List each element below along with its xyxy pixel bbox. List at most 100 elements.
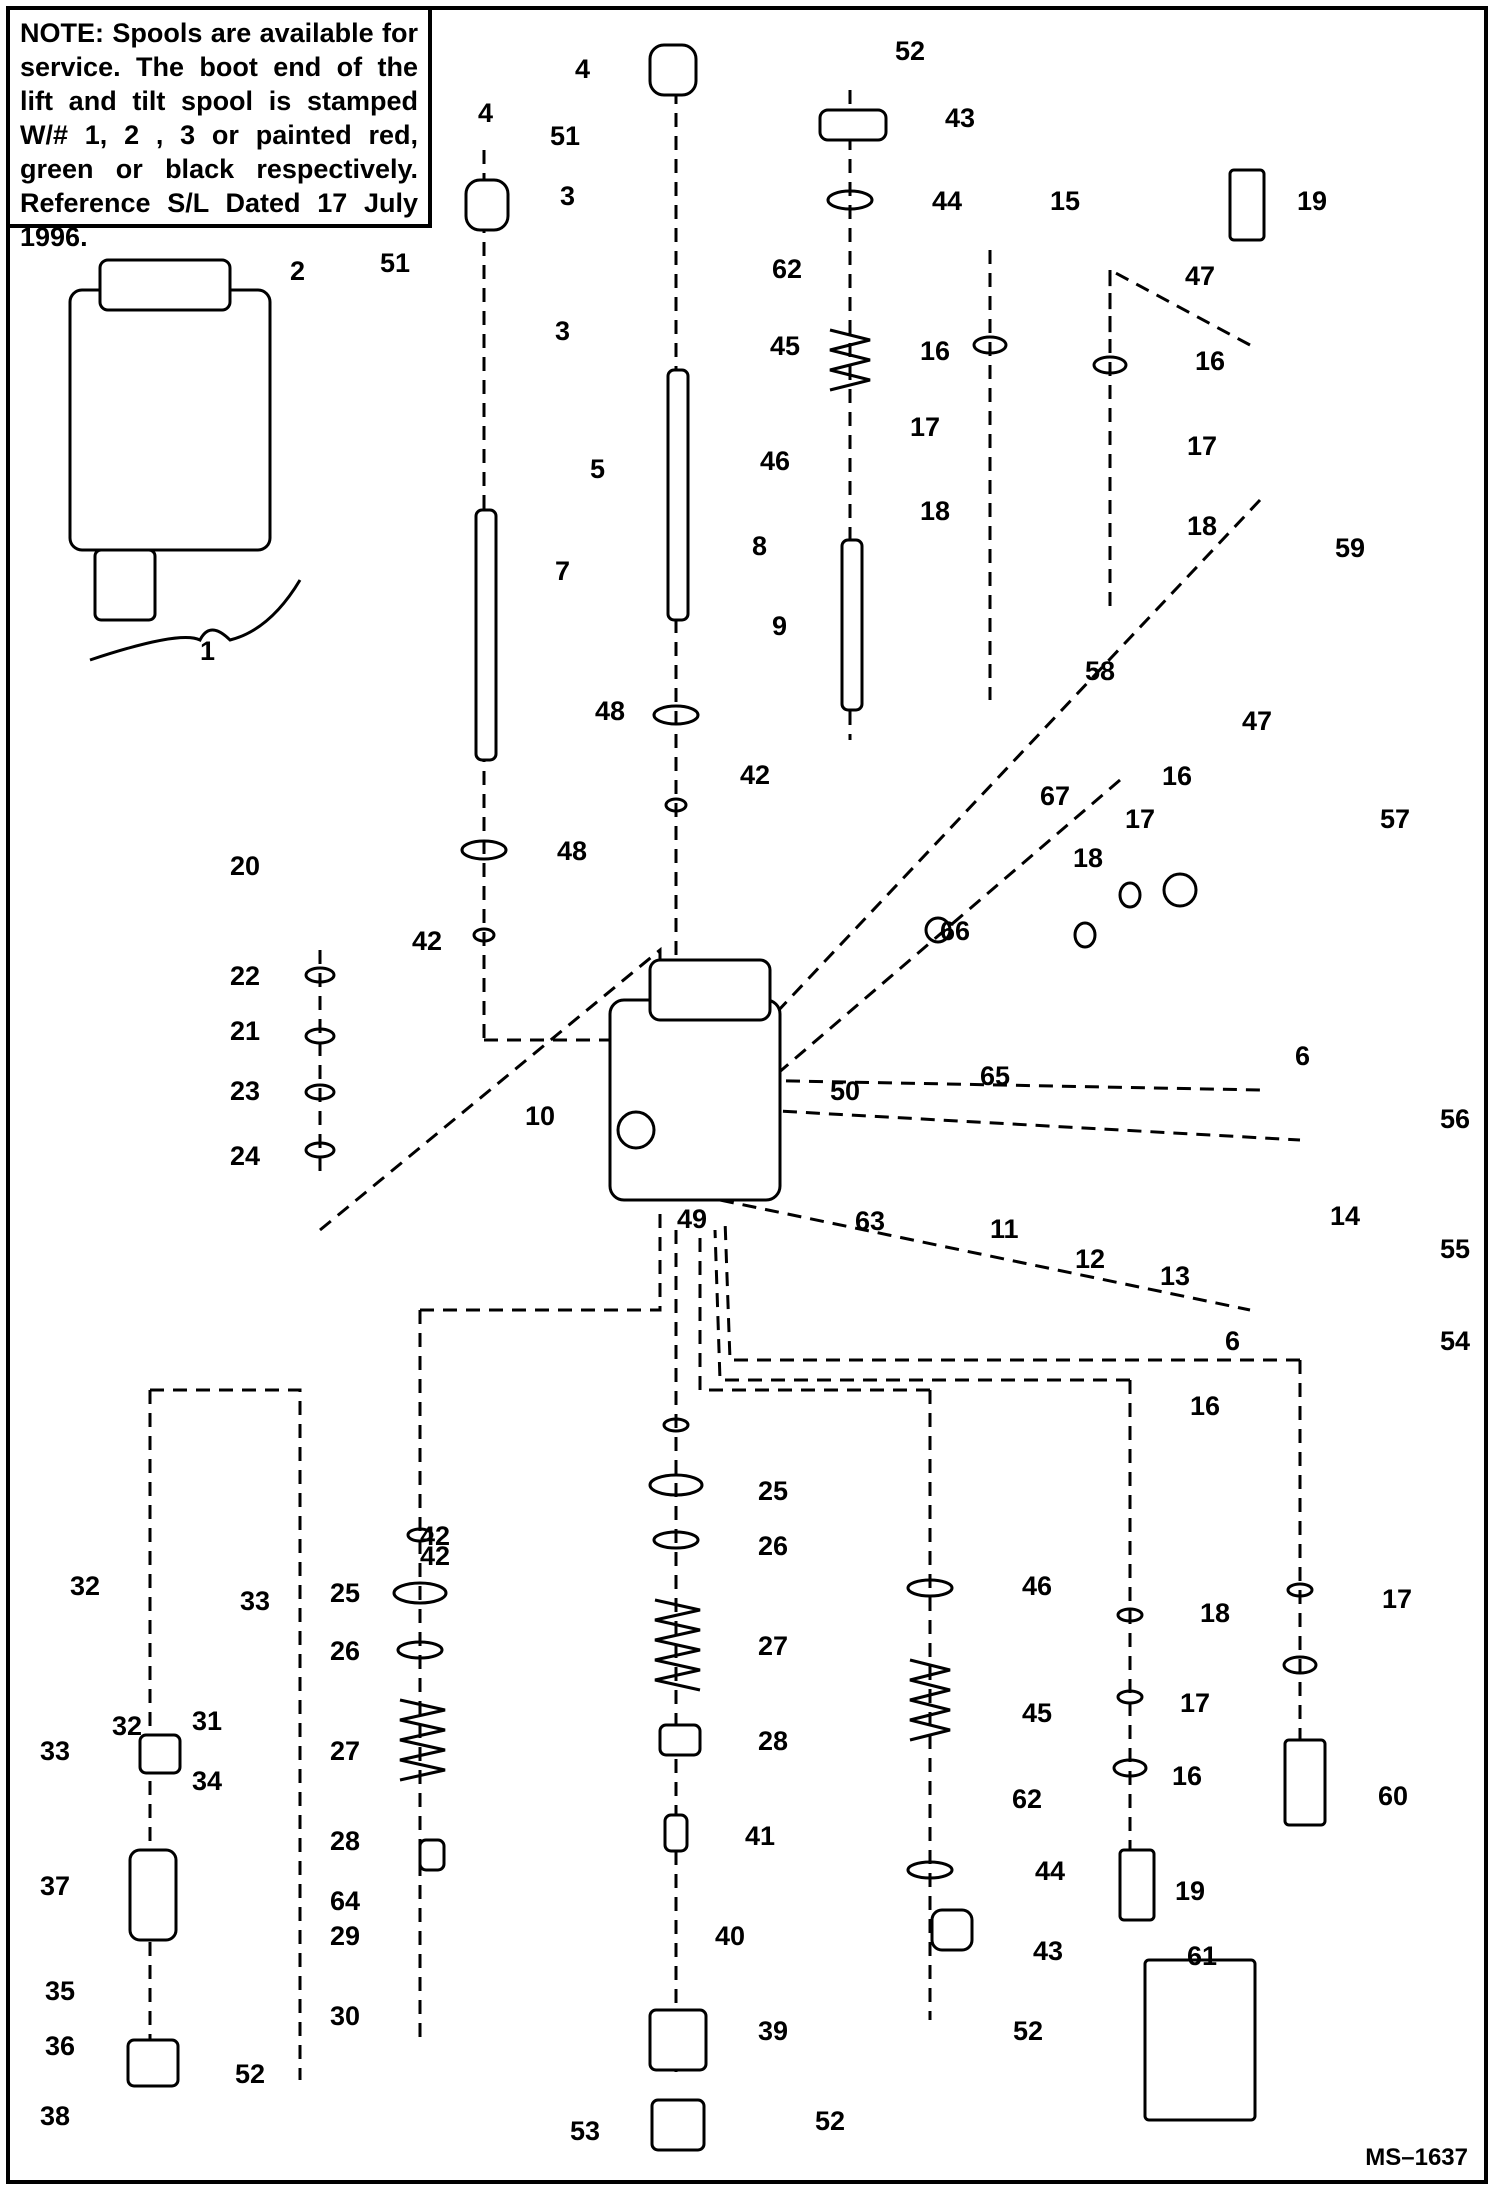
callout-31: 31 [192, 1706, 222, 1736]
callout-24: 24 [230, 1141, 260, 1171]
callout-48: 48 [557, 836, 587, 866]
callout-51: 51 [380, 248, 410, 278]
callout-6: 6 [1225, 1326, 1240, 1356]
callout-54: 54 [1440, 1326, 1470, 1356]
note-text: Spools are available for service. The bo… [20, 18, 418, 252]
callout-47: 47 [1185, 261, 1215, 291]
callout-33: 33 [240, 1586, 270, 1616]
callout-42: 42 [412, 926, 442, 956]
callout-16: 16 [1162, 761, 1192, 791]
callout-29: 29 [330, 1921, 360, 1951]
callout-7: 7 [555, 556, 570, 586]
callout-46: 46 [1022, 1571, 1052, 1601]
callout-67: 67 [1040, 781, 1070, 811]
callout-57: 57 [1380, 804, 1410, 834]
callout-5: 5 [590, 454, 605, 484]
callout-19: 19 [1297, 186, 1327, 216]
callout-25: 25 [758, 1476, 788, 1506]
callout-34: 34 [192, 1766, 222, 1796]
callout-58: 58 [1085, 656, 1115, 686]
callout-55: 55 [1440, 1234, 1470, 1264]
callout-18: 18 [1200, 1598, 1230, 1628]
callout-52: 52 [235, 2059, 265, 2089]
callout-4: 4 [478, 98, 493, 128]
callout-41: 41 [745, 1821, 775, 1851]
callout-18: 18 [1187, 511, 1217, 541]
callout-45: 45 [1022, 1698, 1052, 1728]
callout-52: 52 [815, 2106, 845, 2136]
callout-32: 32 [112, 1711, 142, 1741]
callout-39: 39 [758, 2016, 788, 2046]
callout-9: 9 [772, 611, 787, 641]
callout-17: 17 [1125, 804, 1155, 834]
callout-51: 51 [550, 121, 580, 151]
diagram-frame [6, 6, 1488, 2184]
callout-66: 66 [940, 916, 970, 946]
callout-40: 40 [715, 1921, 745, 1951]
callout-36: 36 [45, 2031, 75, 2061]
callout-33: 33 [40, 1736, 70, 1766]
callout-47: 47 [1242, 706, 1272, 736]
callout-43: 43 [945, 103, 975, 133]
callout-3: 3 [560, 181, 575, 211]
callout-49: 49 [677, 1204, 707, 1234]
callout-46: 46 [760, 446, 790, 476]
callout-16: 16 [1195, 346, 1225, 376]
callout-32: 32 [70, 1571, 100, 1601]
callout-43: 43 [1033, 1936, 1063, 1966]
callout-38: 38 [40, 2101, 70, 2131]
callout-17: 17 [910, 412, 940, 442]
callout-62: 62 [1012, 1784, 1042, 1814]
callout-25: 25 [330, 1578, 360, 1608]
callout-30: 30 [330, 2001, 360, 2031]
callout-16: 16 [920, 336, 950, 366]
callout-14: 14 [1330, 1201, 1360, 1231]
callout-26: 26 [758, 1531, 788, 1561]
callout-12: 12 [1075, 1244, 1105, 1274]
service-note: NOTE: Spools are available for service. … [6, 6, 432, 252]
callout-23: 23 [230, 1076, 260, 1106]
callout-42: 42 [740, 760, 770, 790]
callout-50: 50 [830, 1076, 860, 1106]
callout-16: 16 [1172, 1761, 1202, 1791]
callout-65: 65 [980, 1061, 1010, 1091]
callout-19: 19 [1175, 1876, 1205, 1906]
callout-28: 28 [330, 1826, 360, 1856]
figure-code: MS–1637 [1365, 2144, 1468, 2171]
callout-21: 21 [230, 1016, 260, 1046]
callout-18: 18 [1073, 843, 1103, 873]
callout-63: 63 [855, 1206, 885, 1236]
callout-22: 22 [230, 961, 260, 991]
callout-26: 26 [330, 1636, 360, 1666]
callout-42: 42 [420, 1541, 450, 1571]
note-label: NOTE: [20, 18, 104, 48]
callout-27: 27 [758, 1631, 788, 1661]
callout-37: 37 [40, 1871, 70, 1901]
callout-44: 44 [1035, 1856, 1065, 1886]
callout-44: 44 [932, 186, 962, 216]
callout-2: 2 [290, 256, 305, 286]
callout-62: 62 [772, 254, 802, 284]
callout-45: 45 [770, 331, 800, 361]
callout-1: 1 [200, 636, 215, 666]
callout-60: 60 [1378, 1781, 1408, 1811]
callout-17: 17 [1180, 1688, 1210, 1718]
callout-6: 6 [1295, 1041, 1310, 1071]
callout-42: 42 [420, 1521, 450, 1551]
callout-59: 59 [1335, 533, 1365, 563]
callout-15: 15 [1050, 186, 1080, 216]
callout-35: 35 [45, 1976, 75, 2006]
callout-53: 53 [570, 2116, 600, 2146]
callout-61: 61 [1187, 1941, 1217, 1971]
callout-4: 4 [575, 54, 590, 84]
callout-48: 48 [595, 696, 625, 726]
callout-3: 3 [555, 316, 570, 346]
callout-17: 17 [1187, 431, 1217, 461]
callout-16: 16 [1190, 1391, 1220, 1421]
callout-13: 13 [1160, 1261, 1190, 1291]
callout-27: 27 [330, 1736, 360, 1766]
callout-11: 11 [990, 1214, 1019, 1244]
callout-18: 18 [920, 496, 950, 526]
callout-52: 52 [895, 36, 925, 66]
